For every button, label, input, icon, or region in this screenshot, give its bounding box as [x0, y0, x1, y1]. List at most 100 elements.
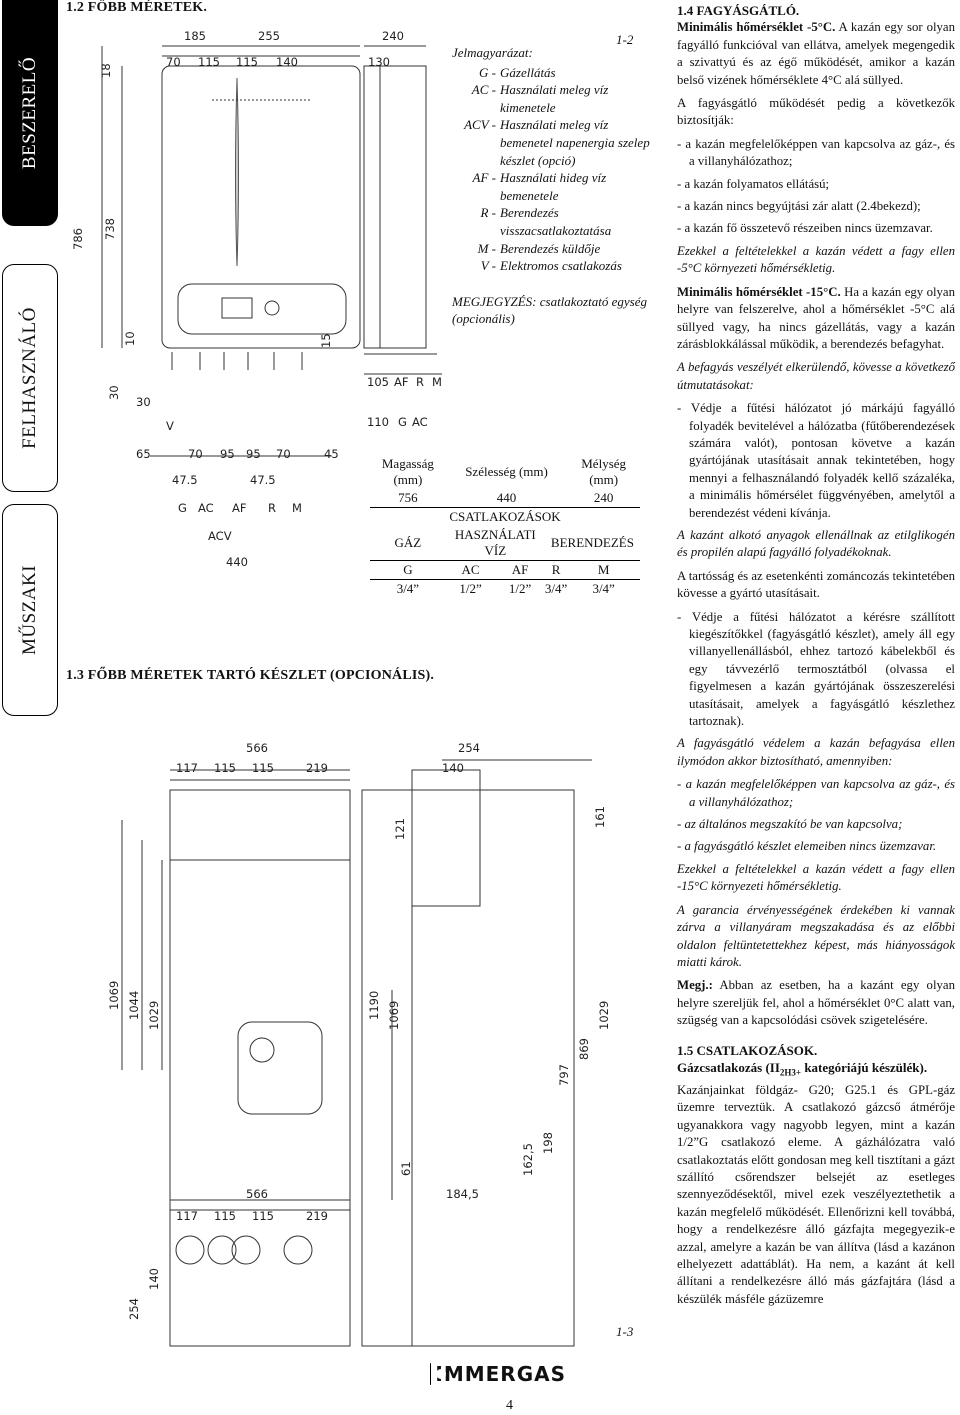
- legend-item: V -Elektromos csatlakozás: [480, 258, 622, 274]
- list-item: - a kazán fő összetevő részeiben nincs ü…: [677, 221, 933, 236]
- spec-code: AF: [495, 560, 545, 580]
- dim-440: 440: [226, 555, 248, 569]
- spec-size: 3/4”: [592, 581, 615, 596]
- paragraph: A befagyás veszélyét elkerülendő, kövess…: [677, 360, 955, 392]
- dim-side-130: 130: [368, 55, 390, 69]
- dim-254-left: 254: [127, 1298, 141, 1320]
- section-1-5-title: 1.5 CSATLAKOZÁSOK.: [677, 1042, 818, 1058]
- dim-184-5: 184,5: [446, 1187, 479, 1201]
- dim-219-bot: 219: [306, 1209, 328, 1223]
- dim-15: 15: [319, 333, 333, 348]
- legend-item: AC -Használati meleg víz kimenetele: [471, 82, 609, 115]
- side-tab-technical[interactable]: MŰSZAKI: [2, 504, 58, 716]
- spec-header-width: Szélesség (mm): [465, 464, 548, 479]
- side-tab-technical-label: MŰSZAKI: [19, 564, 40, 656]
- spec-size: 1/2”: [459, 581, 482, 596]
- boiler-dimension-drawing: 185 255 240 70 115 115 140 130 786 738 1…: [71, 29, 452, 569]
- side-tab-installer[interactable]: BESZERELŐ: [2, 0, 58, 226]
- dim-47-5b: 47.5: [250, 473, 276, 487]
- dim-869: 869: [577, 1038, 591, 1060]
- list-item: - az általános megszakító be van kapcsol…: [677, 817, 903, 832]
- section-1-3-title: 1.3 FŐBB MÉRETEK TARTÓ KÉSZLET (OPCIONÁL…: [66, 668, 435, 683]
- spec-connections-title: CSATLAKOZÁSOK: [449, 509, 561, 524]
- dim-117-top: 117: [176, 761, 198, 775]
- legend-item: R -Berendezés visszacsatlakoztatása: [480, 205, 612, 238]
- dim-115b-top: 115: [252, 761, 274, 775]
- dim-47-5a: 47.5: [172, 473, 198, 487]
- dim-255: 255: [258, 29, 280, 43]
- list-item: - a fagyásgátló készlet elemeiben nincs …: [677, 839, 937, 854]
- conn-ac: AC: [198, 501, 214, 515]
- dim-185: 185: [184, 29, 206, 43]
- paragraph: Ezekkel a feltételekkel a kazán védett a…: [677, 243, 955, 276]
- text: kategóriájú készülék).: [801, 1059, 928, 1075]
- dim-198: 198: [541, 1132, 555, 1154]
- conn-acv: ACV: [208, 529, 232, 543]
- dim-30b: 30: [136, 395, 151, 409]
- dim-top-140: 140: [276, 55, 298, 69]
- spec-code: R: [544, 560, 568, 580]
- dim-1069: 1069: [107, 981, 121, 1010]
- spec-connections-row: CSATLAKOZÁSOK: [370, 508, 640, 527]
- paragraph: A fagyásgátló védelem a kazán befagyása …: [677, 736, 955, 768]
- text: Gázcsatlakozás (II: [677, 1059, 780, 1075]
- side-tab-user[interactable]: FELHASZNÁLÓ: [2, 264, 58, 492]
- brand-logo: IMMERGAS: [430, 1360, 566, 1388]
- figure-label-1-3: 1-3: [616, 1324, 634, 1339]
- figure-label-1-2: 1-2: [616, 32, 634, 47]
- dim-254-side: 254: [458, 741, 480, 755]
- spec-size: 3/4”: [544, 581, 568, 596]
- dim-61: 61: [399, 1161, 413, 1176]
- dim-240: 240: [382, 29, 404, 43]
- subheading: Minimális hőmérséklet -15°C.: [677, 284, 841, 299]
- section-1-4-title: 1.4 FAGYÁSGÁTLÓ.: [677, 3, 800, 18]
- spec-code: M: [567, 560, 640, 580]
- conn-v: V: [166, 419, 174, 433]
- dim-top-115b: 115: [236, 55, 258, 69]
- spec-value-depth: 240: [567, 489, 640, 508]
- dim-115a-top: 115: [214, 761, 236, 775]
- side-tab-user-label: FELHASZNÁLÓ: [19, 307, 41, 449]
- conn-af: AF: [232, 501, 246, 515]
- spec-hot-water: HASZNÁLATI VÍZ: [445, 526, 545, 561]
- dim-115a-bot: 115: [214, 1209, 236, 1223]
- dim-219-top: 219: [306, 761, 328, 775]
- list-item: - a kazán folyamatos ellátású;: [677, 176, 830, 191]
- spec-size: 1/2”: [508, 581, 532, 596]
- dim-117-bot: 117: [176, 1209, 198, 1223]
- text: Ha a kazán egy olyan helyre van felszere…: [677, 284, 955, 351]
- dim-1069-side: 1069: [387, 1001, 401, 1030]
- dim-1029-side: 1029: [597, 1001, 611, 1030]
- side-conn-m: M: [432, 375, 442, 389]
- dim-bot-95b: 95: [246, 447, 261, 461]
- spec-size: 3/4”: [396, 581, 420, 596]
- dim-1190: 1190: [367, 991, 381, 1020]
- dim-18: 18: [99, 63, 113, 78]
- subscript: 2H3+: [779, 1067, 802, 1078]
- spec-value-width: 440: [445, 489, 568, 508]
- legend: Jelmagyarázat: G -Gázellátás AC -Használ…: [452, 44, 652, 275]
- list-item: - a kazán nincs begyújtási zár alatt (2.…: [677, 199, 921, 214]
- dim-bot-70b: 70: [276, 447, 291, 461]
- spec-code: AC: [445, 560, 496, 580]
- text: Abban az esetben, ha a kazánt egy olyan …: [677, 978, 955, 1028]
- spec-size-row: 3/4” 1/2” 1/2” 3/4” 3/4”: [370, 580, 640, 599]
- paragraph: Minimális hőmérséklet -15°C. Ha a kazán …: [677, 284, 955, 354]
- dim-786: 786: [71, 228, 85, 250]
- dim-566-bot: 566: [246, 1187, 268, 1201]
- legend-item: ACV -Használati meleg víz bemenetel nape…: [464, 117, 650, 168]
- dim-140-side: 140: [442, 761, 464, 775]
- right-column: 1.4 FAGYÁSGÁTLÓ. Minimális hőmérséklet -…: [677, 2, 955, 1314]
- note-label: Megj.:: [677, 978, 713, 993]
- page-number: 4: [506, 1398, 513, 1413]
- dim-105: 105: [367, 375, 389, 389]
- spec-gas: GÁZ: [370, 526, 446, 561]
- legend-note: MEGJEGYZÉS: csatlakoztató egység (opcion…: [452, 294, 647, 326]
- brand-name: IMMERGAS: [435, 1362, 566, 1386]
- dim-30a: 30: [107, 385, 121, 400]
- spec-value-row: 756 440 240: [370, 489, 640, 508]
- side-conn-r: R: [416, 375, 424, 389]
- legend-item: G -Gázellátás: [479, 64, 556, 80]
- dim-161: 161: [593, 806, 607, 828]
- spec-system: BERENDEZÉS: [544, 526, 640, 561]
